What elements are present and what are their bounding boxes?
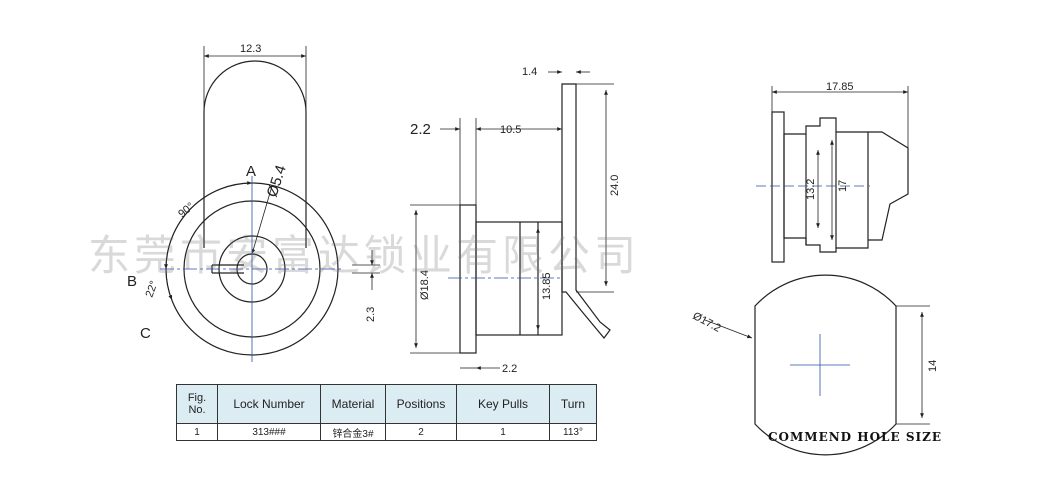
hole-size-title: COMMEND HOLE SIZE <box>768 430 943 444</box>
front-center-lines <box>160 176 344 362</box>
hole-flat-dim: 14 <box>927 360 939 372</box>
side-view <box>410 70 614 370</box>
table-header-row: Fig. No. Lock Number Material Positions … <box>176 384 597 424</box>
front-width-dim: 12.3 <box>240 43 261 55</box>
header-lock-number: Lock Number <box>217 384 321 424</box>
front-view <box>164 46 380 356</box>
label-c: C <box>140 325 151 342</box>
side-inner-dim: 13.85 <box>541 272 553 300</box>
header-material: Material <box>320 384 386 424</box>
cell-lock-number: 313### <box>217 423 321 441</box>
cam-arm <box>561 83 611 339</box>
right-flange <box>771 111 785 263</box>
label-a: A <box>246 163 256 180</box>
angle-dim: 90° <box>176 200 196 220</box>
offset-dim: 2.3 <box>365 307 377 322</box>
right-outer-dim: 17 <box>837 180 849 192</box>
side-length-dim: 10.5 <box>500 124 521 136</box>
right-cam <box>868 131 909 241</box>
right-body <box>783 117 869 253</box>
right-width-dim: 17.85 <box>826 81 854 93</box>
label-b: B <box>127 273 137 290</box>
cell-positions: 2 <box>385 423 457 441</box>
side-height-dim: 24.0 <box>609 175 621 196</box>
side-bottom-dim: 2.2 <box>502 363 517 375</box>
small-angle-arc <box>165 268 173 301</box>
header-turn: Turn <box>549 384 597 424</box>
cam-outline <box>203 60 307 248</box>
right-view <box>771 86 909 263</box>
spec-table: Fig. No. Lock Number Material Positions … <box>176 384 597 441</box>
cell-key-pulls: 1 <box>456 423 550 441</box>
side-top-dim: 1.4 <box>522 66 537 78</box>
angle-arc <box>164 181 253 270</box>
side-flange-dim: 2.2 <box>410 121 431 138</box>
header-key-pulls: Key Pulls <box>456 384 550 424</box>
cell-fig-no: 1 <box>176 423 218 441</box>
cell-turn: 113° <box>549 423 597 441</box>
header-fig-no: Fig. No. <box>176 384 218 424</box>
hole-dia-dim: Ø17.2 <box>691 310 723 335</box>
side-body-dia-dim: Ø18.4 <box>419 270 431 300</box>
table-row: 1 313### 锌合金3# 2 1 113° <box>176 423 597 441</box>
cell-material: 锌合金3# <box>320 423 386 441</box>
hole-view <box>704 274 930 456</box>
small-angle-dim: 22° <box>144 279 161 299</box>
bore-dim: Ø5.4 <box>264 163 290 199</box>
header-positions: Positions <box>385 384 457 424</box>
right-inner-dim: 13.2 <box>805 179 817 200</box>
flange-plate <box>459 204 477 354</box>
hole-center-lines <box>790 334 850 396</box>
